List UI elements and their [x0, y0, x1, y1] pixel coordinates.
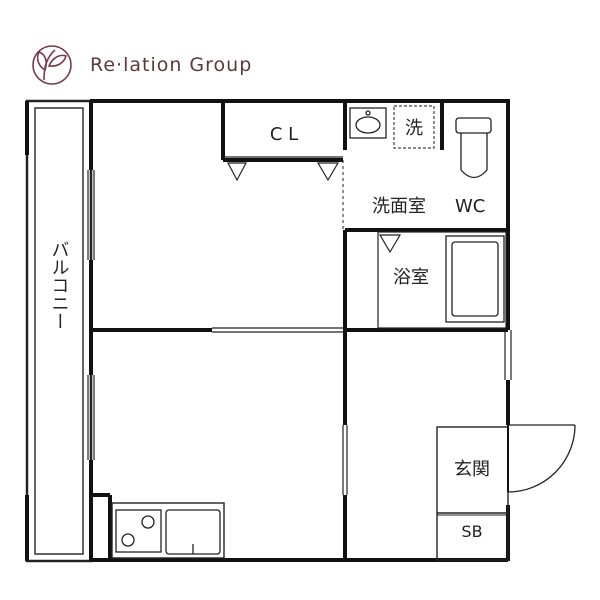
balcony-label: バルコニー — [49, 240, 70, 330]
stove-icon — [115, 509, 162, 553]
washer-label: 洗 — [405, 118, 423, 139]
bathroom-label: 浴室 — [393, 267, 429, 288]
left-windows — [87, 170, 95, 460]
kitchen-sink-icon — [165, 509, 221, 555]
washroom: 洗 洗面室 WC — [349, 105, 485, 217]
entrance-label: 玄関 — [454, 459, 490, 480]
bathtub-icon — [445, 235, 505, 323]
sliding-door — [212, 327, 345, 333]
lower-door — [342, 425, 348, 495]
washroom-label: 洗面室 — [372, 196, 426, 217]
door-swing-icon — [507, 424, 576, 493]
washer-space — [393, 105, 435, 149]
right-wall-window — [504, 330, 512, 380]
kitchen — [111, 502, 225, 559]
closet: C L — [223, 124, 344, 230]
closet-label: C L — [270, 124, 298, 145]
toilet-label: WC — [455, 196, 485, 217]
balcony — [25, 99, 93, 563]
shoe-box-label: SB — [461, 522, 482, 541]
bathroom: 浴室 — [377, 231, 507, 329]
entrance: 玄関 SB — [436, 426, 509, 561]
leaf-logo-icon — [32, 45, 72, 85]
toilet-icon — [455, 117, 492, 179]
brand-name: Re·lation Group — [90, 54, 252, 76]
interior-walls — [91, 101, 508, 560]
sink-icon — [349, 107, 387, 139]
brand-logo: Re·lation Group — [32, 45, 252, 85]
